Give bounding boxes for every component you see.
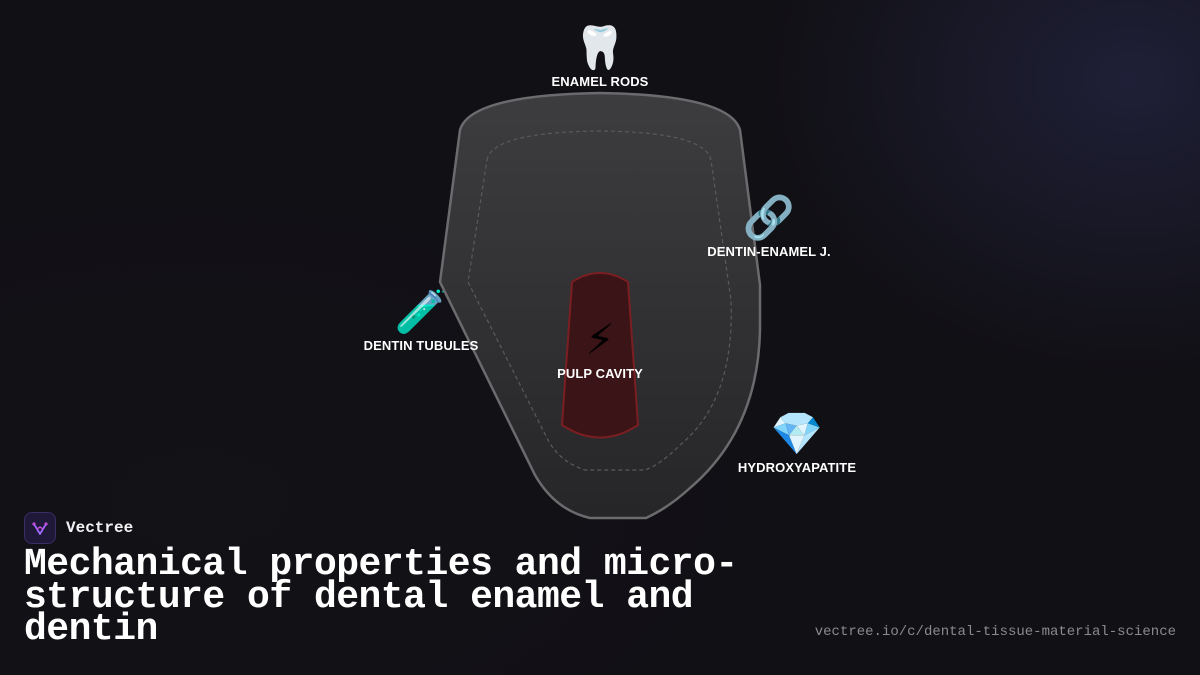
label-pulp-cavity: ⚡ PULP CAVITY (557, 315, 643, 382)
page-title: Mechanical properties and micro-structur… (24, 543, 738, 651)
label-dentin-enamel-junction: 🔗 DENTIN-ENAMEL J. (707, 193, 831, 260)
dentin-boundary-outline (467, 130, 732, 471)
pulp-cavity-shape (560, 272, 640, 439)
gem-icon: 💎 (770, 409, 824, 458)
pulp-cavity-text: PULP CAVITY (557, 366, 643, 381)
hydroxyapatite-text: HYDROXYAPATITE (737, 460, 857, 475)
tooth-icon: 🦷 (573, 23, 627, 72)
test-tube-icon: 🧪 (394, 287, 448, 336)
vectree-logo-icon (24, 512, 56, 544)
dentin-tubules-text: DENTIN TUBULES (363, 338, 479, 353)
brand[interactable]: Vectree (24, 512, 133, 544)
brand-name: Vectree (66, 519, 134, 537)
enamel-rods-text: ENAMEL RODS (551, 74, 649, 89)
dentin-enamel-junction-text: DENTIN-ENAMEL J. (707, 244, 831, 259)
label-enamel-rods: 🦷 ENAMEL RODS (551, 23, 649, 90)
label-hydroxyapatite: 💎 HYDROXYAPATITE (737, 409, 857, 476)
label-dentin-tubules: 🧪 DENTIN TUBULES (363, 287, 479, 354)
lightning-icon: ⚡ (585, 315, 615, 364)
link-icon: 🔗 (742, 193, 796, 242)
source-url[interactable]: vectree.io/c/dental-tissue-material-scie… (814, 624, 1176, 640)
